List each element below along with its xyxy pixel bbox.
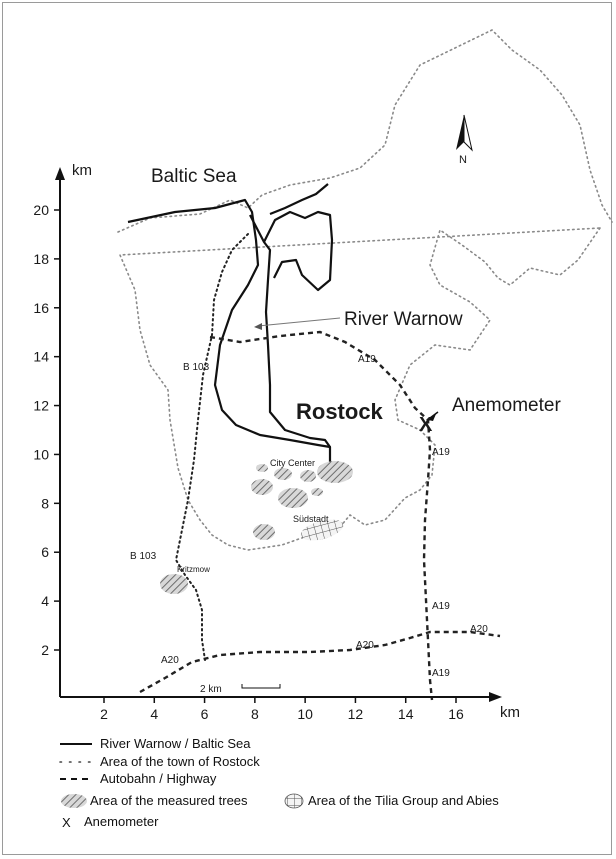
y-axis-tick-label: 12 [33, 398, 49, 414]
north-arrow-icon-right [463, 114, 473, 152]
y-axis-unit: km [72, 162, 92, 179]
y-axis-tick-label: 16 [33, 300, 49, 316]
anemometer-pointer [429, 411, 439, 419]
legend-anemometer-symbol: X [62, 815, 71, 830]
road-label-a20: A20 [470, 624, 488, 635]
measured-area [160, 574, 188, 594]
x-axis-tick-label: 16 [448, 706, 464, 722]
y-axis-tick-label: 6 [41, 544, 49, 560]
measured-area [278, 488, 308, 508]
measured-area [311, 488, 323, 496]
road-label-a19: A19 [432, 447, 450, 458]
anemometer-label: Anemometer [452, 395, 561, 416]
city-center-label: City Center [270, 458, 315, 468]
tilia-area [300, 519, 344, 541]
north-arrow-icon [456, 115, 464, 150]
river-warnow-label: River Warnow [344, 309, 463, 330]
road-label-a20: A20 [356, 640, 374, 651]
legend-anemometer-text: Anemometer [84, 814, 159, 829]
baltic-sea-label: Baltic Sea [151, 166, 237, 187]
x-axis-tick-label: 14 [398, 706, 414, 722]
measured-area [251, 479, 273, 495]
road-label-a19: A19 [432, 668, 450, 679]
y-axis-tick-label: 8 [41, 495, 49, 511]
measured-area [274, 468, 292, 480]
x-axis-tick-label: 2 [100, 706, 108, 722]
river-warnow [127, 198, 332, 476]
scale-label: 2 km [200, 684, 222, 695]
legend-tilia-swatch [284, 793, 304, 809]
kritzmow-label: Kritzmow [177, 565, 210, 574]
x-axis-ticks: 2 4 6 8 10 12 14 16 [100, 697, 464, 722]
suedstadt-label: Südstadt [293, 514, 329, 524]
river-warnow-pointer-head [254, 323, 262, 330]
x-axis-tick-label: 6 [201, 706, 209, 722]
y-axis-tick-label: 10 [33, 446, 49, 462]
x-axis-tick-label: 4 [150, 706, 158, 722]
y-axis-tick-label: 2 [41, 642, 49, 658]
measured-area [253, 524, 275, 540]
measured-area [317, 461, 353, 483]
legend-measured-swatch [61, 794, 87, 808]
north-label: N [459, 154, 467, 166]
legend-river-text: River Warnow / Baltic Sea [100, 736, 251, 751]
road-label-b103: B 103 [183, 362, 210, 373]
scale-bar [241, 684, 281, 689]
road-label-b103: B 103 [130, 551, 157, 562]
road-label-a20: A20 [161, 655, 179, 666]
river-warnow-pointer [257, 317, 341, 327]
legend-measured-text: Area of the measured trees [90, 793, 248, 808]
legend-autobahn-text: Autobahn / Highway [100, 771, 217, 786]
x-axis-tick-label: 8 [251, 706, 259, 722]
x-axis-arrow [489, 692, 502, 702]
y-axis-tick-label: 14 [33, 349, 49, 365]
legend-town-text: Area of the town of Rostock [100, 754, 260, 769]
river-warnow-east [249, 210, 334, 448]
road-label-a19: A19 [432, 601, 450, 612]
y-axis-ticks: 2 4 6 8 10 12 14 16 18 20 [33, 202, 60, 658]
y-axis-tick-label: 18 [33, 251, 49, 267]
y-axis-tick-label: 20 [33, 202, 49, 218]
anemometer-pointer-head [428, 414, 436, 421]
river-warnow-coast [269, 183, 329, 216]
measured-area [300, 470, 316, 482]
measured-area [256, 464, 268, 472]
y-axis-tick-label: 4 [41, 593, 49, 609]
legend: River Warnow / Baltic Sea Area of the to… [59, 736, 499, 830]
road-b103 [174, 233, 249, 661]
road-label-a19: A19 [358, 354, 376, 365]
x-axis-tick-label: 10 [297, 706, 313, 722]
x-axis-unit: km [500, 704, 520, 721]
legend-tilia-text: Area of the Tilia Group and Abies [308, 793, 499, 808]
rostock-label: Rostock [296, 399, 384, 424]
x-axis-tick-label: 12 [348, 706, 364, 722]
y-axis-arrow [55, 167, 65, 180]
road-a20 [139, 630, 501, 694]
